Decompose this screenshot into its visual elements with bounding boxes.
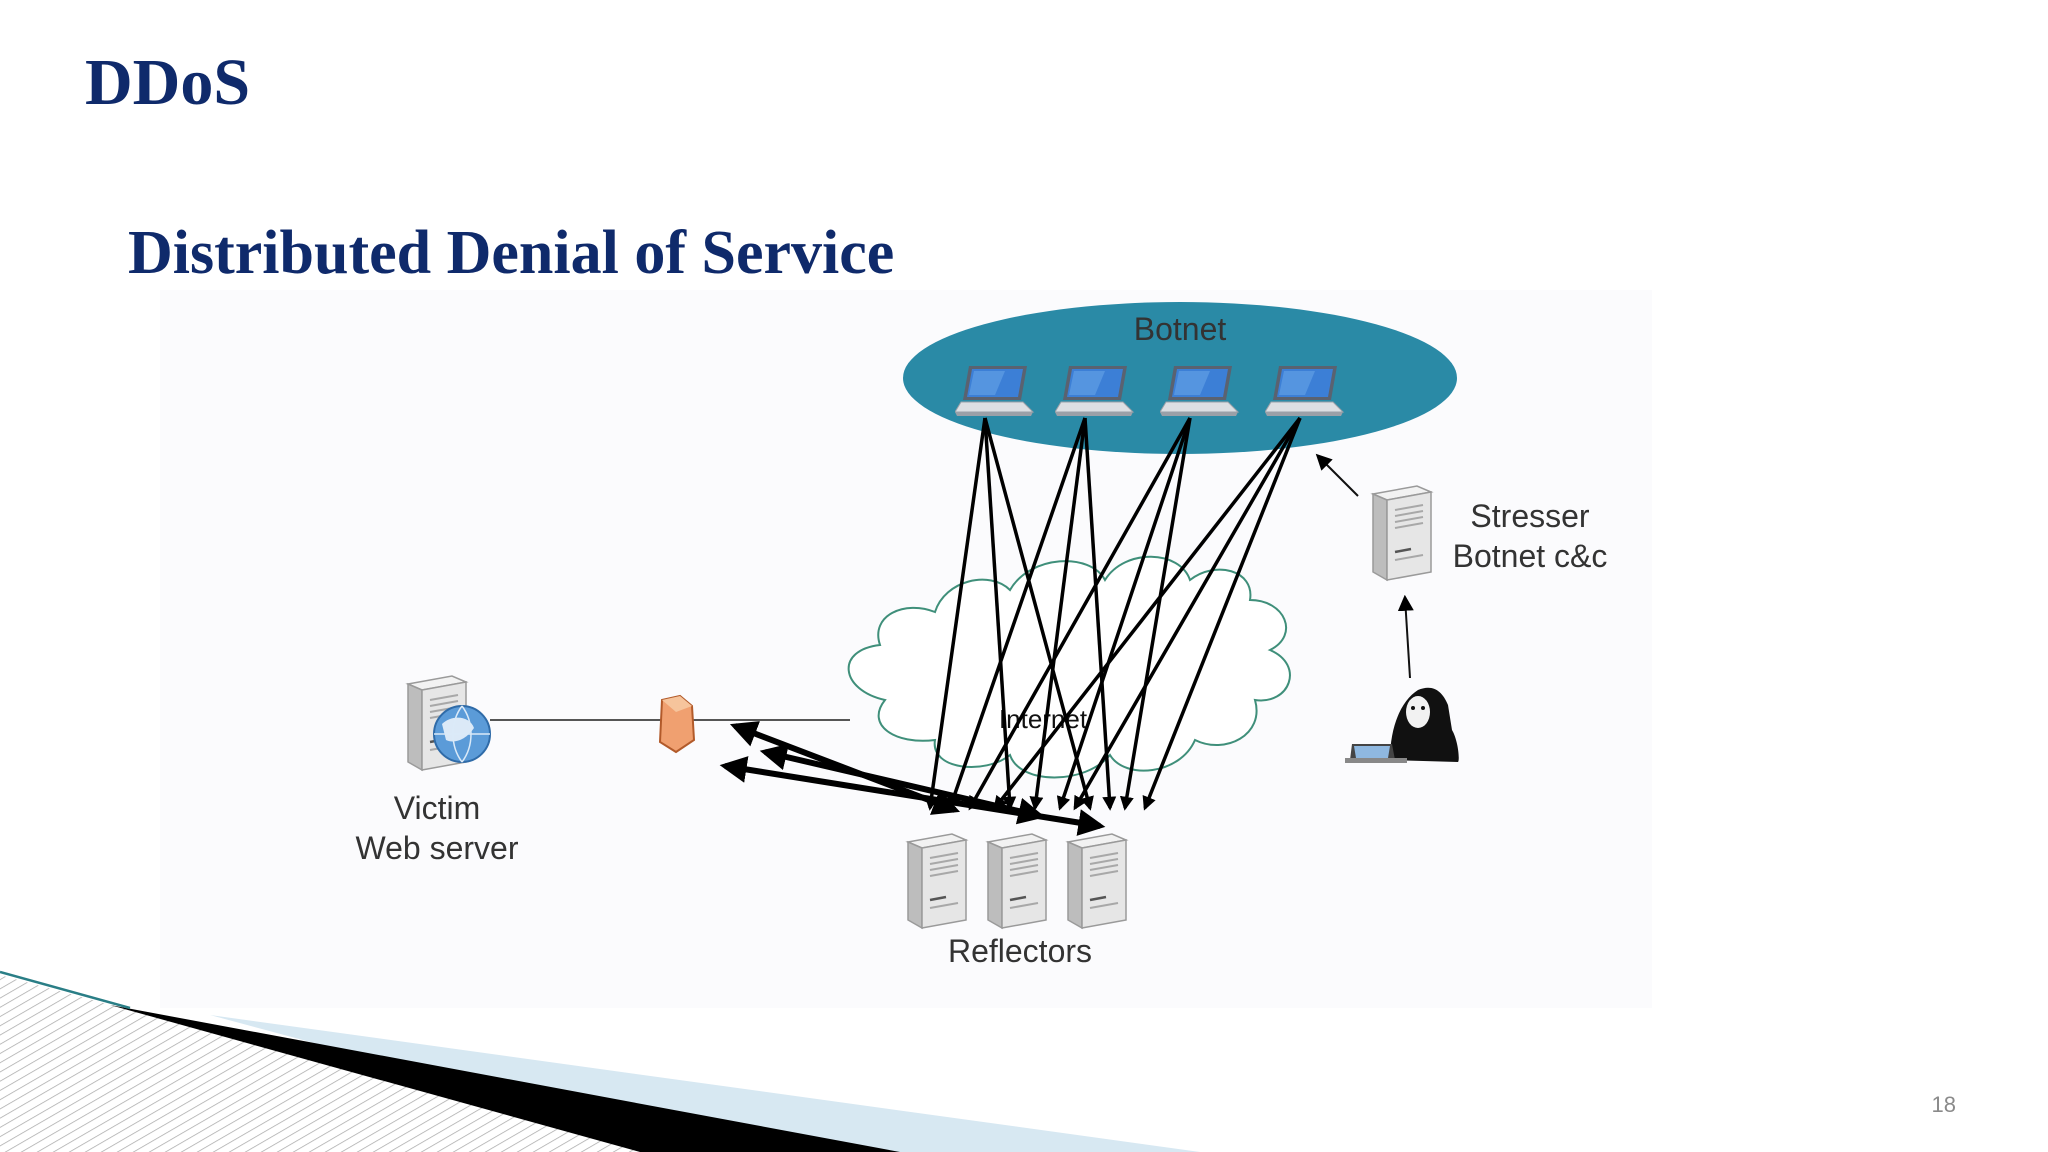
slide-title: DDoS — [85, 46, 251, 119]
page-number: 18 — [1931, 1092, 1956, 1117]
hacker-icon — [1345, 687, 1459, 763]
victim-label-line1: Victim — [394, 790, 481, 826]
attack-line — [1073, 417, 1302, 811]
reflector-server-2 — [986, 832, 1048, 930]
attack-lines — [924, 416, 1302, 811]
stresser-server — [1371, 484, 1433, 582]
globe-icon — [433, 705, 491, 763]
attack-line — [1083, 417, 1117, 811]
stresser-to-botnet-arrow — [1315, 453, 1359, 497]
attack-line — [1119, 417, 1192, 811]
reflector-server-1 — [906, 832, 968, 930]
attack-line — [983, 417, 1094, 811]
attacker-to-stresser-arrow — [1397, 594, 1414, 679]
attack-line — [1142, 417, 1302, 811]
stresser-label-line1: Stresser — [1470, 498, 1589, 534]
slide-subtitle: Distributed Denial of Service — [128, 219, 895, 287]
decor-dark-wedge — [110, 1005, 900, 1152]
stresser-label-line2: Botnet c&c — [1453, 538, 1608, 574]
reflector-server-3 — [1066, 832, 1128, 930]
botnet-label: Botnet — [1134, 311, 1227, 347]
reflection-arrow — [719, 756, 1106, 836]
victim-label-line2: Web server — [355, 830, 518, 866]
firewall-icon — [658, 694, 696, 754]
attack-line — [968, 417, 1192, 811]
attack-line — [947, 417, 1087, 811]
attack-line — [1056, 417, 1192, 811]
attack-line — [1029, 417, 1087, 811]
reflectors-label: Reflectors — [948, 933, 1092, 969]
reflection-arrows — [719, 721, 1106, 836]
decor-light-wedge — [210, 1015, 1200, 1152]
attack-line — [993, 416, 1302, 811]
decor-teal-line — [0, 970, 131, 1010]
decor-hatch-area — [0, 975, 900, 1152]
internet-cloud — [847, 555, 1291, 779]
